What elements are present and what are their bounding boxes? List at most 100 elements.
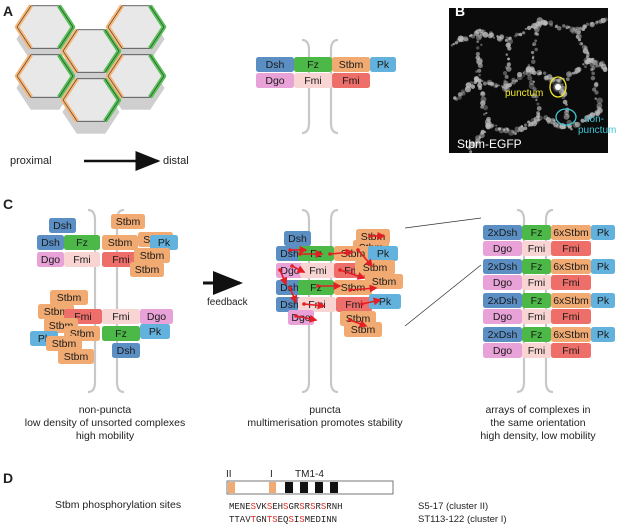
panel-label-b: B bbox=[455, 3, 466, 19]
dsh-box: Dsh bbox=[284, 231, 311, 246]
svg-text:Stbm: Stbm bbox=[116, 216, 141, 228]
dsh-array-box: 2xDsh bbox=[483, 293, 522, 308]
dsh-box: Dsh bbox=[112, 343, 140, 358]
pk-box: Pk bbox=[591, 327, 615, 342]
svg-text:6xStbm: 6xStbm bbox=[553, 261, 589, 273]
svg-text:Pk: Pk bbox=[158, 237, 171, 249]
stbm-box: Stbm bbox=[102, 235, 138, 250]
stbm-array-box: 6xStbm bbox=[551, 225, 591, 240]
dgo-box: Dgo bbox=[483, 275, 522, 290]
dsh-box: Dsh bbox=[276, 246, 303, 261]
pk-box: Pk bbox=[140, 324, 170, 339]
punctum-label: punctum bbox=[505, 88, 544, 99]
fz-box: Fz bbox=[522, 327, 551, 342]
fz-box: Fz bbox=[522, 259, 551, 274]
punctum-circle bbox=[549, 76, 567, 98]
cell-membrane bbox=[115, 208, 125, 394]
svg-text:Fmi: Fmi bbox=[528, 345, 546, 357]
svg-text:6xStbm: 6xStbm bbox=[553, 227, 589, 239]
stain-label: Stbm-EGFP bbox=[457, 137, 522, 151]
fz-box: Fz bbox=[64, 235, 100, 250]
fmi-box: Fmi bbox=[551, 275, 591, 290]
svg-text:Fz: Fz bbox=[531, 329, 543, 341]
tm-segment bbox=[315, 482, 323, 493]
dgo-box: Dgo bbox=[483, 343, 522, 358]
dsh-array-box: 2xDsh bbox=[483, 259, 522, 274]
svg-text:Fmi: Fmi bbox=[562, 311, 580, 323]
pk-box: Pk bbox=[368, 246, 398, 261]
domain-i-label: I bbox=[270, 469, 273, 480]
dgo-box: Dgo bbox=[37, 252, 64, 267]
svg-text:Dgo: Dgo bbox=[280, 265, 299, 277]
dgo-box: Dgo bbox=[483, 309, 522, 324]
svg-text:2xDsh: 2xDsh bbox=[488, 227, 518, 239]
dgo-box: Dgo bbox=[140, 309, 173, 324]
svg-text:Fz: Fz bbox=[307, 59, 319, 71]
puncta-caption: puncta multimerisation promotes stabilit… bbox=[247, 404, 403, 429]
stbm-box: Stbm bbox=[130, 262, 164, 277]
fmi-box: Fmi bbox=[522, 309, 551, 324]
fmi-box: Fmi bbox=[522, 275, 551, 290]
tm-label: TM1-4 bbox=[295, 469, 324, 480]
cell-membrane bbox=[87, 208, 97, 394]
fmi-box: Fmi bbox=[294, 73, 332, 88]
svg-text:Fz: Fz bbox=[76, 237, 88, 249]
pk-box: Pk bbox=[370, 57, 396, 72]
svg-text:2xDsh: 2xDsh bbox=[488, 329, 518, 341]
non-punctum-circle bbox=[555, 108, 577, 126]
non-puncta-caption: non-puncta low density of unsorted compl… bbox=[24, 404, 186, 442]
svg-text:Pk: Pk bbox=[379, 296, 392, 308]
stbm-box: Stbm bbox=[365, 274, 403, 289]
svg-text:Stbm: Stbm bbox=[341, 282, 366, 294]
hexagon-polarity-edges bbox=[14, 4, 167, 123]
svg-text:Dgo: Dgo bbox=[265, 75, 284, 87]
svg-text:Fmi: Fmi bbox=[562, 277, 580, 289]
svg-text:Pk: Pk bbox=[377, 59, 390, 71]
stbm-box: Stbm bbox=[111, 214, 145, 229]
cluster-ii-site bbox=[228, 482, 235, 493]
stbm-box: Stbm bbox=[332, 57, 370, 72]
fmi-box: Fmi bbox=[551, 309, 591, 324]
svg-text:Fmi: Fmi bbox=[528, 243, 546, 255]
svg-text:Dsh: Dsh bbox=[288, 233, 307, 245]
svg-text:Stbm: Stbm bbox=[135, 264, 160, 276]
dsh-array-box: 2xDsh bbox=[483, 327, 522, 342]
svg-text:Dsh: Dsh bbox=[266, 59, 285, 71]
pk-box: Pk bbox=[591, 225, 615, 240]
svg-text:Dsh: Dsh bbox=[53, 220, 72, 232]
svg-text:Fz: Fz bbox=[310, 282, 322, 294]
feedback-arrows bbox=[278, 232, 386, 328]
fz-box: Fz bbox=[294, 57, 332, 72]
complex-clusters-c: DshStbmDshFzStbmStbmPkDgoFmiFmiStbmStbmS… bbox=[30, 214, 615, 364]
fmi-box: Fmi bbox=[522, 241, 551, 256]
dsh-array-box: 2xDsh bbox=[483, 225, 522, 240]
tm-segment bbox=[285, 482, 293, 493]
cluster-i-site bbox=[269, 482, 276, 493]
svg-text:Fmi: Fmi bbox=[112, 311, 130, 323]
svg-text:Pk: Pk bbox=[597, 261, 610, 273]
svg-text:Fmi: Fmi bbox=[112, 254, 130, 266]
svg-text:Stbm: Stbm bbox=[44, 306, 69, 318]
pk-box: Pk bbox=[150, 235, 178, 250]
svg-text:Fmi: Fmi bbox=[528, 311, 546, 323]
fz-box: Fz bbox=[522, 293, 551, 308]
dsh-box: Dsh bbox=[37, 235, 64, 250]
feedback-label: feedback bbox=[207, 297, 248, 308]
stbm-array-box: 6xStbm bbox=[551, 327, 591, 342]
pk-box: Pk bbox=[591, 293, 615, 308]
svg-text:Fz: Fz bbox=[115, 328, 127, 340]
svg-text:Fz: Fz bbox=[531, 261, 543, 273]
svg-text:Stbm: Stbm bbox=[363, 262, 388, 274]
seq1-label: S5-17 (cluster II) bbox=[418, 501, 489, 512]
svg-text:6xStbm: 6xStbm bbox=[553, 295, 589, 307]
sequence-cluster-ii: MENESVKSEHSGRSRSRSRNH bbox=[229, 502, 343, 512]
distal-label: distal bbox=[163, 155, 189, 167]
dgo-box: Dgo bbox=[483, 241, 522, 256]
svg-text:Pk: Pk bbox=[597, 227, 610, 239]
phospho-sites-title: Stbm phosphorylation sites bbox=[55, 499, 182, 511]
stbm-box: Stbm bbox=[46, 336, 82, 351]
svg-text:Pk: Pk bbox=[597, 295, 610, 307]
fmiL-box: Fmi bbox=[64, 252, 100, 267]
panel-label-d: D bbox=[3, 470, 14, 486]
svg-text:Pk: Pk bbox=[149, 326, 162, 338]
